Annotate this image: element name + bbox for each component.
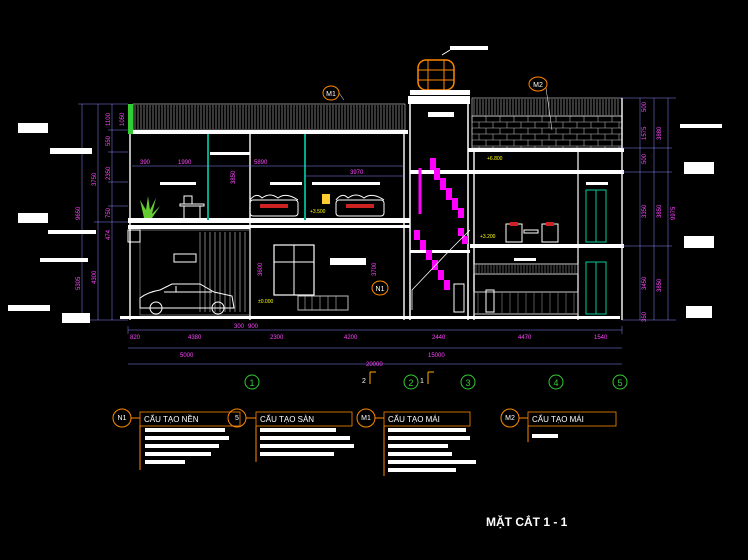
svg-text:3850: 3850: [657, 204, 663, 218]
legend-m1: M1 CẤU TẠO MÁI: [356, 408, 476, 476]
elevation-label: ±0.000: [258, 299, 273, 305]
axis-5: 5: [612, 374, 628, 390]
callout-m1: M1: [326, 91, 336, 98]
dim-label: 390: [140, 160, 151, 166]
svg-text:550: 550: [106, 135, 112, 146]
svg-text:4300: 4300: [92, 270, 98, 284]
svg-text:4380: 4380: [188, 335, 202, 341]
left-dimensions: [78, 103, 128, 321]
svg-text:CẤU TẠO MÁI: CẤU TẠO MÁI: [532, 414, 584, 424]
stair-tower: [408, 96, 471, 320]
dim-label: 3700: [372, 262, 378, 276]
svg-text:2440: 2440: [432, 335, 446, 341]
svg-text:3880: 3880: [657, 126, 663, 140]
legend-m2: M2 CẤU TẠO MÁI: [500, 408, 617, 442]
left-roof: [128, 103, 408, 134]
svg-text:2300: 2300: [270, 335, 284, 341]
svg-text:CẤU TẠO SÀN: CẤU TẠO SÀN: [260, 414, 314, 424]
plant: [140, 196, 160, 218]
legend: N1 CẤU TẠO NỀN 5 CẤU TẠO SÀN: [112, 408, 617, 476]
svg-text:3850: 3850: [657, 278, 663, 292]
svg-text:CẤU TẠO MÁI: CẤU TẠO MÁI: [388, 414, 440, 424]
svg-text:3750: 3750: [92, 172, 98, 186]
interior-dimensions: 390 1990 5890 3970 3850 3600 3700: [132, 160, 404, 276]
svg-text:1540: 1540: [594, 335, 608, 341]
svg-text:500: 500: [642, 153, 648, 164]
bottom-dimensions: 820 4380 300 900 2300 4200 2440 4470 154…: [127, 324, 623, 368]
dim-label: 3970: [350, 170, 364, 176]
right-dimensions: [622, 97, 676, 321]
svg-text:300: 300: [234, 324, 245, 330]
svg-text:1575: 1575: [642, 126, 648, 140]
svg-text:4470: 4470: [518, 335, 532, 341]
elevation-markers: +6.800 +3.500 +3.200 ±0.000: [258, 156, 503, 305]
svg-text:M2: M2: [505, 415, 515, 422]
water-tank: [410, 46, 488, 95]
svg-text:20000: 20000: [366, 362, 383, 368]
svg-text:750: 750: [106, 207, 112, 218]
svg-text:3350: 3350: [642, 204, 648, 218]
svg-text:1: 1: [249, 378, 254, 388]
svg-text:900: 900: [248, 324, 259, 330]
svg-text:CẤU TẠO NỀN: CẤU TẠO NỀN: [144, 414, 199, 424]
axis-1: 1: [244, 374, 260, 390]
svg-text:4200: 4200: [344, 335, 358, 341]
dim-label: 3850: [231, 170, 237, 184]
left-block: [120, 104, 620, 320]
svg-text:9975: 9975: [671, 206, 677, 220]
svg-text:1: 1: [420, 378, 424, 385]
elevation-label: +6.800: [487, 156, 503, 162]
svg-text:5305: 5305: [76, 276, 82, 290]
svg-text:474: 474: [106, 229, 112, 240]
right-dimension-labels: 9975 3880 3850 3850 500 1575 500 3350 34…: [642, 101, 677, 322]
svg-text:1100: 1100: [106, 112, 112, 126]
callout-n1: N1: [376, 286, 385, 293]
dim-label: 5890: [254, 160, 268, 166]
beds: [249, 194, 385, 217]
elevation-label: +3.200: [480, 234, 496, 240]
legend-n1: N1 CẤU TẠO NỀN: [112, 408, 241, 470]
right-block: [453, 98, 624, 320]
right-roof: [468, 97, 624, 152]
svg-text:5000: 5000: [180, 353, 194, 359]
elevation-label: +3.500: [310, 209, 326, 215]
svg-text:500: 500: [642, 101, 648, 112]
grid-axes: 1 2 3 4 5 2 1: [244, 371, 628, 390]
callouts: M1 M2 N1: [322, 76, 553, 296]
svg-text:9650: 9650: [76, 206, 82, 220]
svg-text:M1: M1: [361, 415, 371, 422]
svg-text:820: 820: [130, 335, 141, 341]
left-dimension-labels: 9650 5305 3750 4300 1100 1050 550 2350 7…: [76, 112, 126, 290]
axis-4: 4: [548, 374, 564, 390]
svg-text:2350: 2350: [106, 166, 112, 180]
left-level-tags: [8, 123, 96, 323]
svg-text:2: 2: [408, 378, 413, 388]
svg-text:1050: 1050: [120, 112, 126, 126]
svg-text:N1: N1: [118, 415, 127, 422]
right-level-tags: [680, 124, 722, 318]
legend-5: 5 CẤU TẠO SÀN: [227, 408, 354, 462]
svg-text:3: 3: [465, 378, 470, 388]
axis-2: 2: [403, 374, 419, 390]
svg-text:350: 350: [642, 311, 648, 322]
sheet-title: MẶT CẮT 1 - 1: [486, 514, 568, 529]
svg-text:5: 5: [235, 415, 239, 422]
callout-m2: M2: [533, 82, 543, 89]
dim-label: 3600: [258, 262, 264, 276]
car: [139, 283, 235, 315]
axis-3: 3: [460, 374, 476, 390]
dim-label: 1990: [178, 160, 192, 166]
kitchen-counter: [473, 263, 579, 315]
svg-text:15000: 15000: [428, 353, 445, 359]
svg-text:2: 2: [362, 378, 366, 385]
svg-text:3450: 3450: [642, 276, 648, 290]
svg-text:5: 5: [617, 378, 622, 388]
svg-text:4: 4: [553, 378, 558, 388]
